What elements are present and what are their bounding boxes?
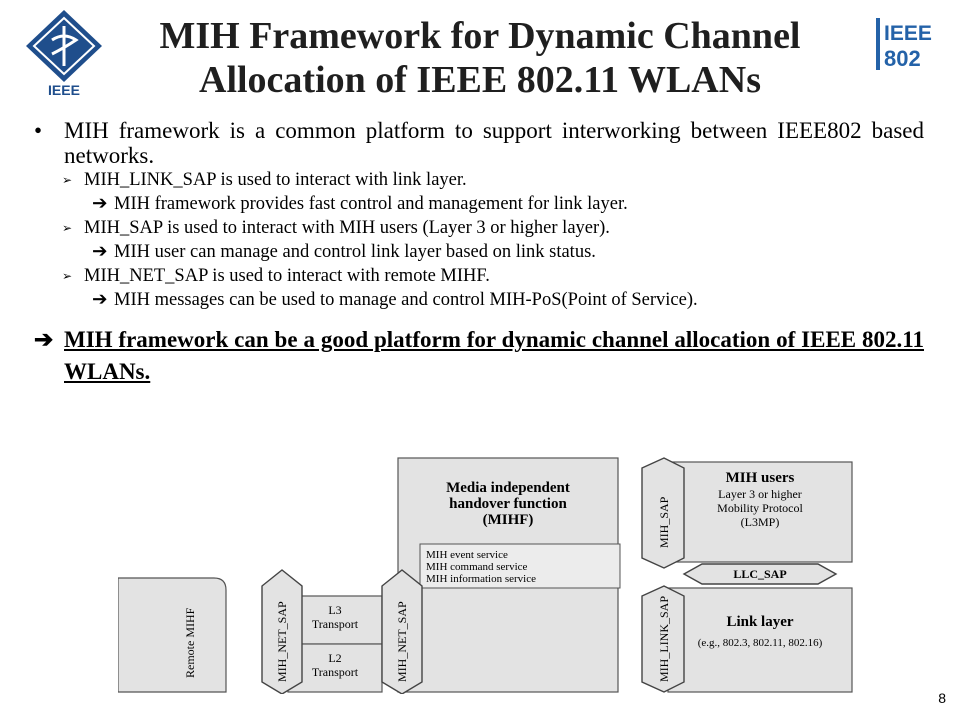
mih-net-sap-right-label: MIH_NET_SAP xyxy=(395,601,409,682)
main-bullet: • MIH framework is a common platform to … xyxy=(34,118,924,168)
right-arrow-icon: ➔ xyxy=(92,242,108,262)
link-layer-title: Link layer xyxy=(726,614,793,630)
mih-sap-label: MIH_SAP xyxy=(657,496,671,548)
sub-bullet-3: ➢ MIH_NET_SAP is used to interact with r… xyxy=(34,264,924,288)
service-command: MIH command service xyxy=(426,561,528,573)
services-box xyxy=(419,543,621,589)
link-layer-subtitle: (e.g., 802.3, 802.11, 802.16) xyxy=(698,637,823,649)
right-arrow-icon: ➔ xyxy=(92,290,108,310)
mih-users-line-2: Mobility Protocol xyxy=(717,501,803,515)
arrowhead-bullet-icon: ➢ xyxy=(62,173,73,187)
sub-bullet-1-detail: ➔ MIH framework provides fast control an… xyxy=(34,192,924,216)
mihf-title-1: Media independent xyxy=(446,480,570,496)
mih-sap-shape xyxy=(641,457,685,569)
sub-bullet-2: ➢ MIH_SAP is used to interact with MIH u… xyxy=(34,216,924,240)
sub-bullet-2-detail: ➔ MIH user can manage and control link l… xyxy=(34,240,924,264)
mih-net-sap-right-shape xyxy=(381,569,423,694)
mih-users-line-1: Layer 3 or higher xyxy=(718,487,802,501)
page-number: 8 xyxy=(938,690,946,706)
ieee-802-logo: IEEE 802 xyxy=(876,18,932,71)
conclusion-text: MIH framework can be a good platform for… xyxy=(64,327,924,384)
remote-mihf-label: Remote MIHF xyxy=(183,607,197,678)
arrowhead-bullet-icon: ➢ xyxy=(62,221,73,235)
l3-transport-box xyxy=(287,595,383,645)
mih-link-sap-label: MIH_LINK_SAP xyxy=(657,596,671,682)
mih-link-sap-shape xyxy=(641,585,685,693)
llc-sap-label: LLC_SAP xyxy=(733,567,786,581)
right-arrow-icon: ➔ xyxy=(92,194,108,214)
conclusion: ➔ MIH framework can be a good platform f… xyxy=(34,324,924,388)
right-arrow-icon: ➔ xyxy=(34,327,54,352)
sub-bullet-3-text: MIH_NET_SAP is used to interact with rem… xyxy=(84,266,490,286)
l2-transport-label: Transport xyxy=(312,665,359,679)
ieee-logo-text: IEEE xyxy=(48,82,80,98)
slide-title-line-1: MIH Framework for Dynamic Channel xyxy=(159,15,801,57)
ieee-802-logo-top: IEEE xyxy=(884,22,932,45)
slide-body: • MIH framework is a common platform to … xyxy=(34,118,924,388)
service-information: MIH information service xyxy=(426,573,536,585)
sub-bullet-1: ➢ MIH_LINK_SAP is used to interact with … xyxy=(34,168,924,192)
mihf-title-3: (MIHF) xyxy=(483,512,534,528)
sub-bullet-3-detail: ➔ MIH messages can be used to manage and… xyxy=(34,288,924,312)
ieee-logo: IEEE xyxy=(26,10,102,98)
slide-title-line-2: Allocation of IEEE 802.11 WLANs xyxy=(199,59,761,101)
service-event: MIH event service xyxy=(426,549,508,561)
mihf-title-2: handover function xyxy=(449,496,567,512)
slide-title: MIH Framework for Dynamic Channel Alloca… xyxy=(100,14,860,102)
mih-users-line-3: (L3MP) xyxy=(741,515,780,529)
ieee-802-logo-bottom: 802 xyxy=(884,46,921,71)
sub-bullet-2-detail-text: MIH user can manage and control link lay… xyxy=(114,242,596,262)
sub-bullet-1-detail-text: MIH framework provides fast control and … xyxy=(114,194,628,214)
l3-label: L3 xyxy=(328,603,341,617)
mih-framework-diagram: Media independent handover function (MIH… xyxy=(118,457,853,694)
sub-bullet-2-text: MIH_SAP is used to interact with MIH use… xyxy=(84,218,610,238)
mih-net-sap-left-shape xyxy=(261,569,303,694)
mih-net-sap-left-label: MIH_NET_SAP xyxy=(275,601,289,682)
main-bullet-text: MIH framework is a common platform to su… xyxy=(64,118,924,168)
sub-bullet-3-detail-text: MIH messages can be used to manage and c… xyxy=(114,290,698,310)
llc-sap-shape xyxy=(682,563,838,585)
arrowhead-bullet-icon: ➢ xyxy=(62,269,73,283)
bullet-dot-icon: • xyxy=(34,118,43,143)
remote-mihf-block xyxy=(118,577,227,693)
l3-transport-label: Transport xyxy=(312,617,359,631)
mih-users-box xyxy=(667,461,853,563)
l2-label: L2 xyxy=(328,651,341,665)
mih-users-title: MIH users xyxy=(726,470,795,486)
link-layer-box xyxy=(667,587,853,693)
sub-bullet-1-text: MIH_LINK_SAP is used to interact with li… xyxy=(84,170,467,190)
